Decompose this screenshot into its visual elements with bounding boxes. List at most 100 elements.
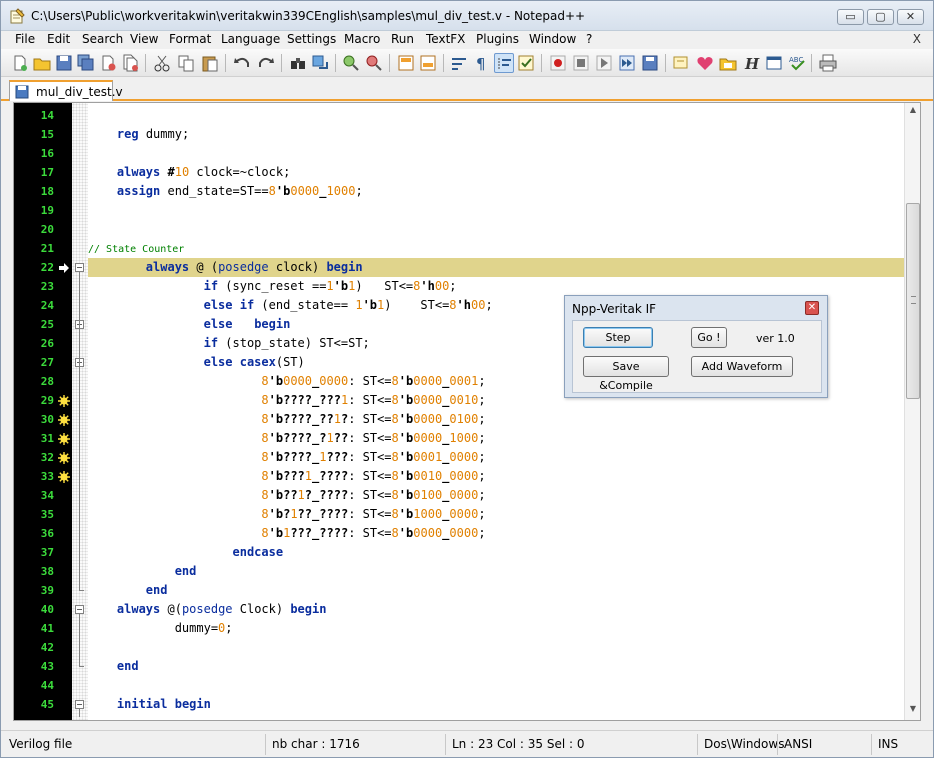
code-line[interactable] <box>88 676 904 695</box>
dialog-close-button[interactable]: ✕ <box>805 301 819 315</box>
menu-help[interactable]: ? <box>586 32 593 46</box>
copy-icon[interactable] <box>176 53 196 73</box>
menu-window[interactable]: Window <box>529 32 577 46</box>
redo-icon[interactable] <box>256 53 276 73</box>
indent-guide-icon[interactable] <box>494 53 514 73</box>
code-line[interactable]: 8'b?1??_????: ST<=8'b1000_0000; <box>261 507 486 521</box>
title-bar[interactable]: C:\Users\Public\workveritakwin\veritakwi… <box>1 1 933 31</box>
folder-icon[interactable] <box>718 53 738 73</box>
code-line[interactable] <box>88 638 904 657</box>
code-line[interactable]: 8'b0000_0000: ST<=8'b0000_0001; <box>261 374 486 388</box>
code-line[interactable]: dummy=0; <box>88 621 233 635</box>
code-line[interactable]: 8'b????_?1??: ST<=8'b0000_1000; <box>261 431 486 445</box>
fold-toggle-icon[interactable] <box>75 605 84 614</box>
breakpoint-star-icon[interactable] <box>58 414 70 426</box>
code-line[interactable]: 8'b??1?_????: ST<=8'b0100_0000; <box>261 488 486 502</box>
code-area[interactable]: reg dummy; always #10 clock=~clock; assi… <box>88 103 904 720</box>
current-line-arrow-icon[interactable] <box>58 262 70 274</box>
code-line[interactable]: 8'b????_???1: ST<=8'b0000_0010; <box>261 393 486 407</box>
menu-edit[interactable]: Edit <box>47 32 71 46</box>
save-all-icon[interactable] <box>76 53 96 73</box>
zoom-out-icon[interactable] <box>364 53 384 73</box>
code-line[interactable]: if (stop_state) ST<=ST; <box>203 336 370 350</box>
find-icon[interactable] <box>288 53 308 73</box>
show-all-chars-icon[interactable]: ¶ <box>471 53 491 73</box>
code-line[interactable]: else if (end_state== 1'b1) ST<=8'h00; <box>203 298 493 312</box>
breakpoint-star-icon[interactable] <box>58 452 70 464</box>
code-line[interactable] <box>88 201 904 220</box>
wrap-icon[interactable] <box>449 53 469 73</box>
save-compile-button[interactable]: Save &Compile <box>583 356 669 392</box>
go-button[interactable]: Go ! <box>691 327 727 348</box>
code-line[interactable]: assign end_state=ST==8'b0000_1000; <box>116 184 363 198</box>
fold-toggle-icon[interactable] <box>75 263 84 272</box>
breakpoint-star-icon[interactable] <box>58 433 70 445</box>
play-icon[interactable] <box>594 53 614 73</box>
code-line[interactable]: end <box>174 564 197 578</box>
heart-icon[interactable] <box>695 53 715 73</box>
code-line[interactable] <box>88 144 904 163</box>
code-line[interactable]: reg dummy; <box>116 127 190 141</box>
open-file-icon[interactable] <box>32 53 52 73</box>
menu-language[interactable]: Language <box>221 32 281 46</box>
user-lang-icon[interactable] <box>516 53 536 73</box>
menu-plugins[interactable]: Plugins <box>476 32 519 46</box>
maximize-button[interactable]: ▢ <box>867 9 894 25</box>
close-all-icon[interactable] <box>120 53 140 73</box>
bookmark-icon[interactable] <box>671 53 691 73</box>
new-file-icon[interactable] <box>10 53 30 73</box>
scroll-down-icon[interactable]: ▼ <box>909 704 917 713</box>
breakpoint-star-icon[interactable] <box>58 471 70 483</box>
code-line[interactable]: if (sync_reset ==1'b1) ST<=8'h00; <box>203 279 457 293</box>
status-encoding[interactable]: ANSI <box>777 734 871 755</box>
status-eol-format[interactable]: Dos\Windows <box>697 734 784 755</box>
code-line[interactable]: always #10 clock=~clock; <box>116 165 291 179</box>
scroll-up-icon[interactable]: ▲ <box>909 105 917 114</box>
menu-macro[interactable]: Macro <box>344 32 381 46</box>
code-line[interactable]: always @(posedge Clock) begin <box>116 602 327 616</box>
run-multiple-icon[interactable] <box>617 53 637 73</box>
record-icon[interactable] <box>548 53 568 73</box>
vertical-scrollbar[interactable]: ▲ ▼ <box>904 103 920 720</box>
menu-format[interactable]: Format <box>169 32 212 46</box>
menu-file[interactable]: File <box>15 32 36 46</box>
code-line[interactable]: end <box>145 583 168 597</box>
save-macro-icon[interactable] <box>640 53 660 73</box>
close-window-button[interactable]: ✕ <box>897 9 924 25</box>
undo-icon[interactable] <box>232 53 252 73</box>
menu-settings[interactable]: Settings <box>287 32 337 46</box>
code-line[interactable]: 8'b1???_????: ST<=8'b0000_0000; <box>261 526 486 540</box>
code-line[interactable] <box>88 220 904 239</box>
menu-view[interactable]: View <box>130 32 159 46</box>
close-file-icon[interactable] <box>98 53 118 73</box>
code-line[interactable]: else begin <box>203 317 291 331</box>
step-button[interactable]: Step <box>583 327 653 348</box>
console-icon[interactable] <box>764 53 784 73</box>
sync-h-icon[interactable] <box>418 53 438 73</box>
add-waveform-button[interactable]: Add Waveform <box>691 356 793 377</box>
sync-v-icon[interactable] <box>396 53 416 73</box>
status-insert-mode[interactable]: INS <box>871 734 931 755</box>
print-icon[interactable] <box>818 53 838 73</box>
spell-check-icon[interactable]: ABC <box>787 53 807 73</box>
replace-icon[interactable] <box>310 53 330 73</box>
code-line[interactable] <box>88 106 904 125</box>
code-line[interactable]: endcase <box>232 545 284 559</box>
html-icon[interactable]: H <box>741 53 761 73</box>
current-code-line[interactable]: always @ (posedge clock) begin <box>88 258 904 277</box>
breakpoint-star-icon[interactable] <box>58 395 70 407</box>
cut-icon[interactable] <box>152 53 172 73</box>
code-line[interactable]: // State Counter <box>88 244 185 255</box>
paste-icon[interactable] <box>200 53 220 73</box>
menu-run[interactable]: Run <box>391 32 415 46</box>
menu-search[interactable]: Search <box>82 32 124 46</box>
code-line[interactable]: else casex(ST) <box>203 355 305 369</box>
code-line[interactable]: 8'b???1_????: ST<=8'b0010_0000; <box>261 469 486 483</box>
code-line[interactable]: end <box>116 659 139 673</box>
fold-toggle-icon[interactable] <box>75 700 84 709</box>
menu-textfx[interactable]: TextFX <box>426 32 466 46</box>
fold-margin[interactable] <box>72 103 88 720</box>
stop-icon[interactable] <box>571 53 591 73</box>
scroll-thumb[interactable] <box>906 203 920 399</box>
